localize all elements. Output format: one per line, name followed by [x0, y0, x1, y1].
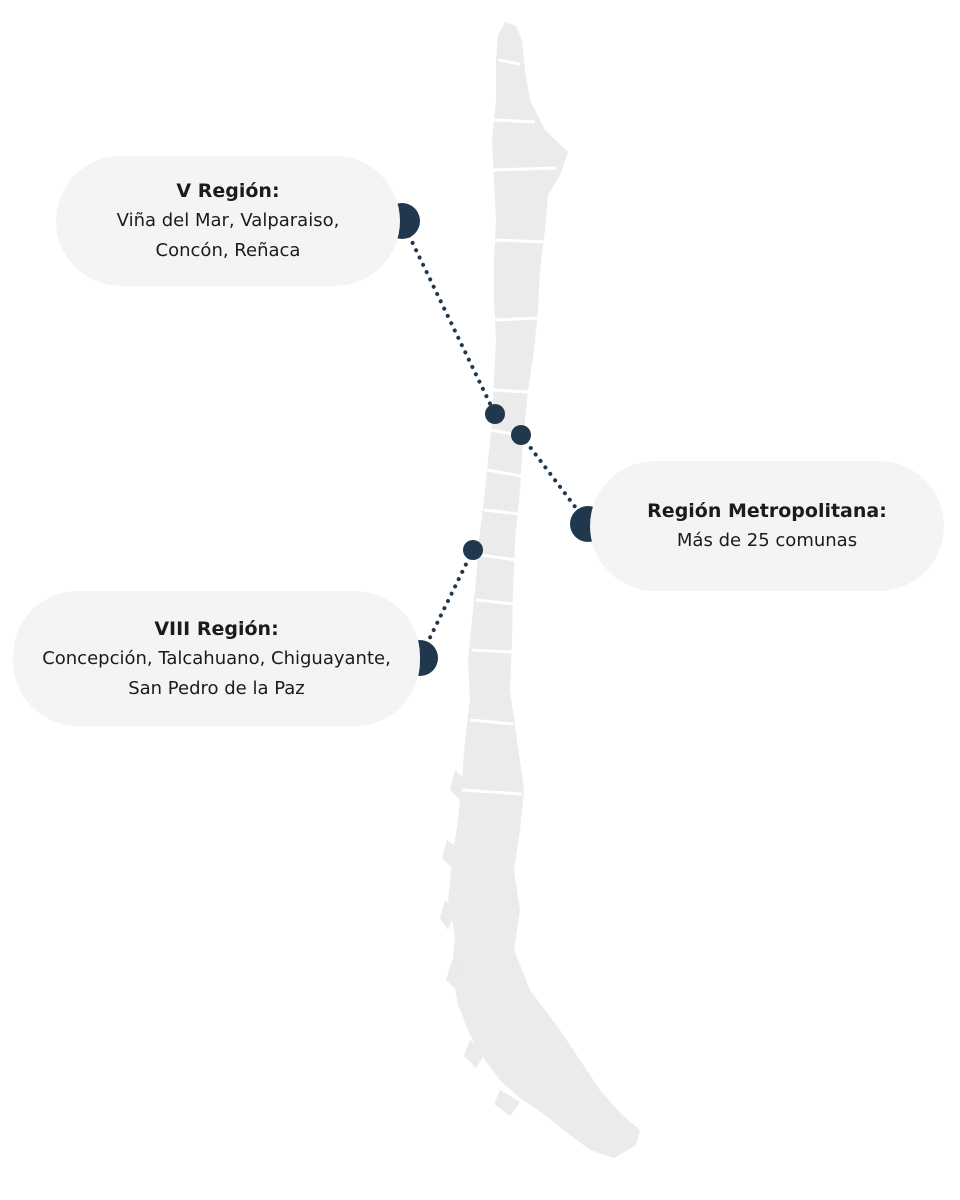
callout-line: Viña del Mar, Valparaiso, [116, 210, 340, 231]
callout-v-region: V Región: Viña del Mar, Valparaiso, Conc… [56, 156, 400, 286]
region-borders [461, 58, 557, 796]
marker-small-viii [463, 540, 483, 560]
connector-viii [418, 548, 475, 660]
connector-rm [519, 433, 590, 526]
marker-small-v [485, 404, 505, 424]
marker-small-rm [511, 425, 531, 445]
callout-title: Región Metropolitana: [647, 500, 887, 522]
chile-silhouette [448, 22, 640, 1158]
callout-line: Concepción, Talcahuano, Chiguayante, [42, 647, 391, 669]
callout-line: Concón, Reñaca [155, 240, 301, 261]
connector-v [400, 219, 497, 416]
callout-line: Más de 25 comunas [676, 530, 858, 551]
connector-lines [400, 219, 590, 660]
callout-line: San Pedro de la Paz [128, 677, 305, 699]
callout-region-metropolitana: Región Metropolitana: Más de 25 comunas [590, 461, 944, 591]
callout-title: VIII Región: [154, 617, 279, 640]
callout-title: V Región: [176, 180, 280, 202]
callout-viii-region: VIII Región: Concepción, Talcahuano, Chi… [13, 591, 420, 726]
